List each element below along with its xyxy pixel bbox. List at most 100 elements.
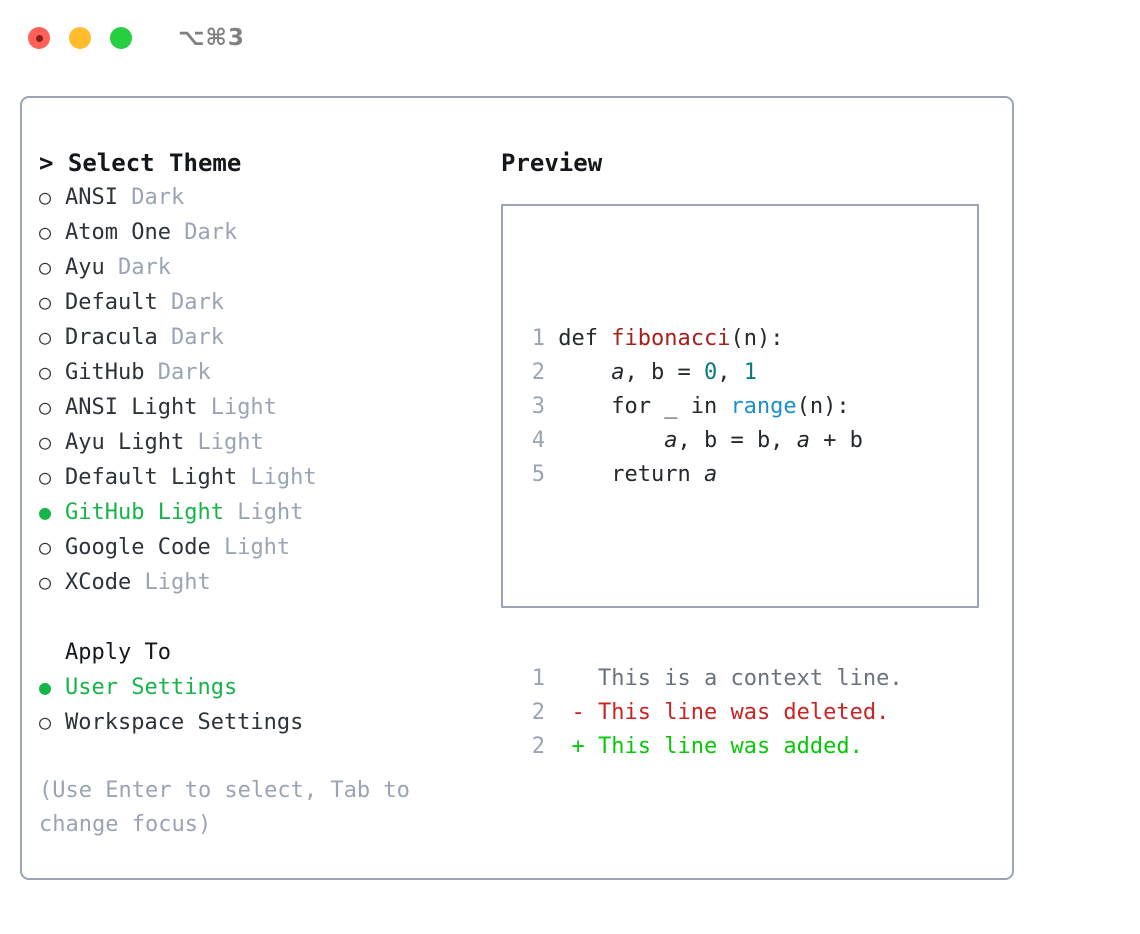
line-number: 2 — [531, 360, 545, 385]
apply-to-option-label: Workspace Settings — [65, 710, 304, 735]
line-number: 2 — [531, 734, 545, 759]
close-button[interactable] — [28, 27, 50, 49]
theme-option-dracula[interactable]: ○ Dracula Dark — [39, 320, 479, 355]
theme-option-ayu[interactable]: ○Ayu Dark — [39, 250, 479, 285]
diff-line: 1 This is a context line. — [523, 662, 903, 696]
diff-marker: + — [571, 734, 598, 759]
theme-option-google-code[interactable]: ○ Google Code Light — [39, 530, 479, 565]
code-token-plain: , b = — [624, 360, 704, 385]
traffic-lights — [28, 27, 132, 49]
title-bar: ⌥⌘3 — [0, 0, 1140, 76]
apply-to-list[interactable]: ●User Settings ○ Workspace Settings — [39, 670, 479, 740]
code-token-num: 0 — [703, 360, 718, 385]
spacer — [39, 600, 479, 636]
code-token-plain: def — [558, 326, 612, 351]
theme-option-variant: Light — [210, 535, 291, 560]
theme-option-ansi[interactable]: ○ANSI Dark — [39, 180, 479, 215]
apply-to-option-label: User Settings — [65, 675, 238, 700]
theme-option-label: Atom One — [65, 220, 171, 245]
code-token-plain: , — [717, 360, 744, 385]
theme-option-variant: Light — [223, 500, 304, 525]
radio-unselected-icon: ○ — [39, 465, 52, 489]
line-number: 2 — [531, 700, 545, 725]
main-panel: > Select Theme ○ANSI Dark○Atom One Dark○… — [20, 96, 1014, 880]
code-token-fn: fibonacci — [611, 326, 731, 351]
diff-text: This line was deleted. — [598, 700, 890, 725]
theme-option-variant: Light — [197, 395, 277, 420]
radio-unselected-icon: ○ — [39, 360, 52, 384]
radio-unselected-icon: ○ — [39, 430, 52, 454]
radio-unselected-icon: ○ — [39, 325, 52, 349]
diff-marker — [572, 666, 599, 691]
apply-to-option-workspace-settings[interactable]: ○ Workspace Settings — [39, 705, 479, 740]
theme-list[interactable]: ○ANSI Dark○Atom One Dark○Ayu Dark○Defaul… — [39, 180, 479, 600]
radio-selected-icon: ● — [39, 500, 52, 524]
theme-option-github[interactable]: ○ GitHub Dark — [39, 355, 479, 390]
theme-option-atom-one[interactable]: ○Atom One Dark — [39, 215, 479, 250]
code-line: 2 a, b = 0, 1 — [523, 356, 903, 390]
minimize-button[interactable] — [69, 27, 91, 49]
theme-option-variant: Dark — [157, 290, 224, 315]
theme-option-label: ANSI Light — [65, 395, 198, 420]
keyboard-hint-line-2: change focus) — [39, 812, 212, 837]
theme-option-github-light[interactable]: ● GitHub Light Light — [39, 495, 479, 530]
theme-option-xcode[interactable]: ○XCode Light — [39, 565, 479, 600]
code-line: 3 for _ in range(n): — [523, 390, 903, 424]
code-token-plain: (n): — [730, 326, 784, 351]
apply-to-option-user-settings[interactable]: ●User Settings — [39, 670, 479, 705]
code-token-var: a — [796, 428, 810, 453]
theme-option-ayu-light[interactable]: ○ Ayu Light Light — [39, 425, 479, 460]
line-number: 1 — [531, 326, 545, 351]
radio-unselected-icon: ○ — [39, 255, 52, 279]
code-token-plain: + b — [809, 428, 863, 453]
line-number: 1 — [531, 666, 545, 691]
theme-option-label: XCode — [65, 570, 132, 595]
diff-text: This line was added. — [598, 734, 863, 759]
diff-sample: 1 This is a context line.2 - This line w… — [523, 662, 903, 764]
code-token-plain: for _ in — [558, 394, 731, 419]
radio-unselected-icon: ○ — [39, 290, 52, 314]
maximize-button[interactable] — [110, 27, 132, 49]
diff-line: 2 - This line was deleted. — [523, 696, 903, 730]
diff-marker: - — [571, 700, 598, 725]
keyboard-hint: (Use Enter to select, Tab to change focu… — [39, 774, 449, 842]
apply-to-heading: Apply To — [65, 640, 171, 665]
select-theme-heading: > Select Theme — [39, 149, 242, 177]
preview-column: Preview — [501, 146, 991, 180]
theme-option-variant: Dark — [104, 255, 171, 280]
spacer — [39, 740, 479, 774]
line-number: 3 — [531, 394, 545, 419]
theme-option-variant: Light — [237, 465, 317, 490]
theme-option-default-light[interactable]: ○ Default Light Light — [39, 460, 479, 495]
keyboard-shortcut-label: ⌥⌘3 — [178, 25, 245, 51]
line-number: 5 — [531, 462, 545, 487]
theme-option-label: ANSI — [65, 185, 118, 210]
radio-unselected-icon: ○ — [39, 220, 52, 244]
radio-unselected-icon: ○ — [39, 395, 52, 419]
code-token-plain: return — [558, 462, 704, 487]
theme-option-default[interactable]: ○ Default Dark — [39, 285, 479, 320]
theme-option-label: Dracula — [65, 325, 158, 350]
theme-option-label: Default — [65, 290, 158, 315]
radio-unselected-icon: ○ — [39, 535, 52, 559]
theme-option-variant: Light — [131, 570, 211, 595]
theme-option-variant: Light — [184, 430, 264, 455]
spacer — [523, 560, 903, 594]
code-token-builtin: range — [730, 394, 797, 419]
code-token-var: a — [611, 360, 625, 385]
theme-option-label: Ayu Light — [65, 430, 185, 455]
code-token-var: a — [664, 428, 678, 453]
line-number: 4 — [531, 428, 545, 453]
theme-option-variant: Dark — [157, 325, 224, 350]
code-token-plain: , b = b, — [677, 428, 797, 453]
theme-option-label: Default Light — [65, 465, 238, 490]
theme-option-label: Google Code — [65, 535, 211, 560]
theme-option-ansi-light[interactable]: ○ ANSI Light Light — [39, 390, 479, 425]
radio-unselected-icon: ○ — [39, 710, 52, 734]
theme-option-label: GitHub Light — [65, 500, 224, 525]
theme-option-label: GitHub — [65, 360, 145, 385]
theme-option-variant: Dark — [144, 360, 211, 385]
